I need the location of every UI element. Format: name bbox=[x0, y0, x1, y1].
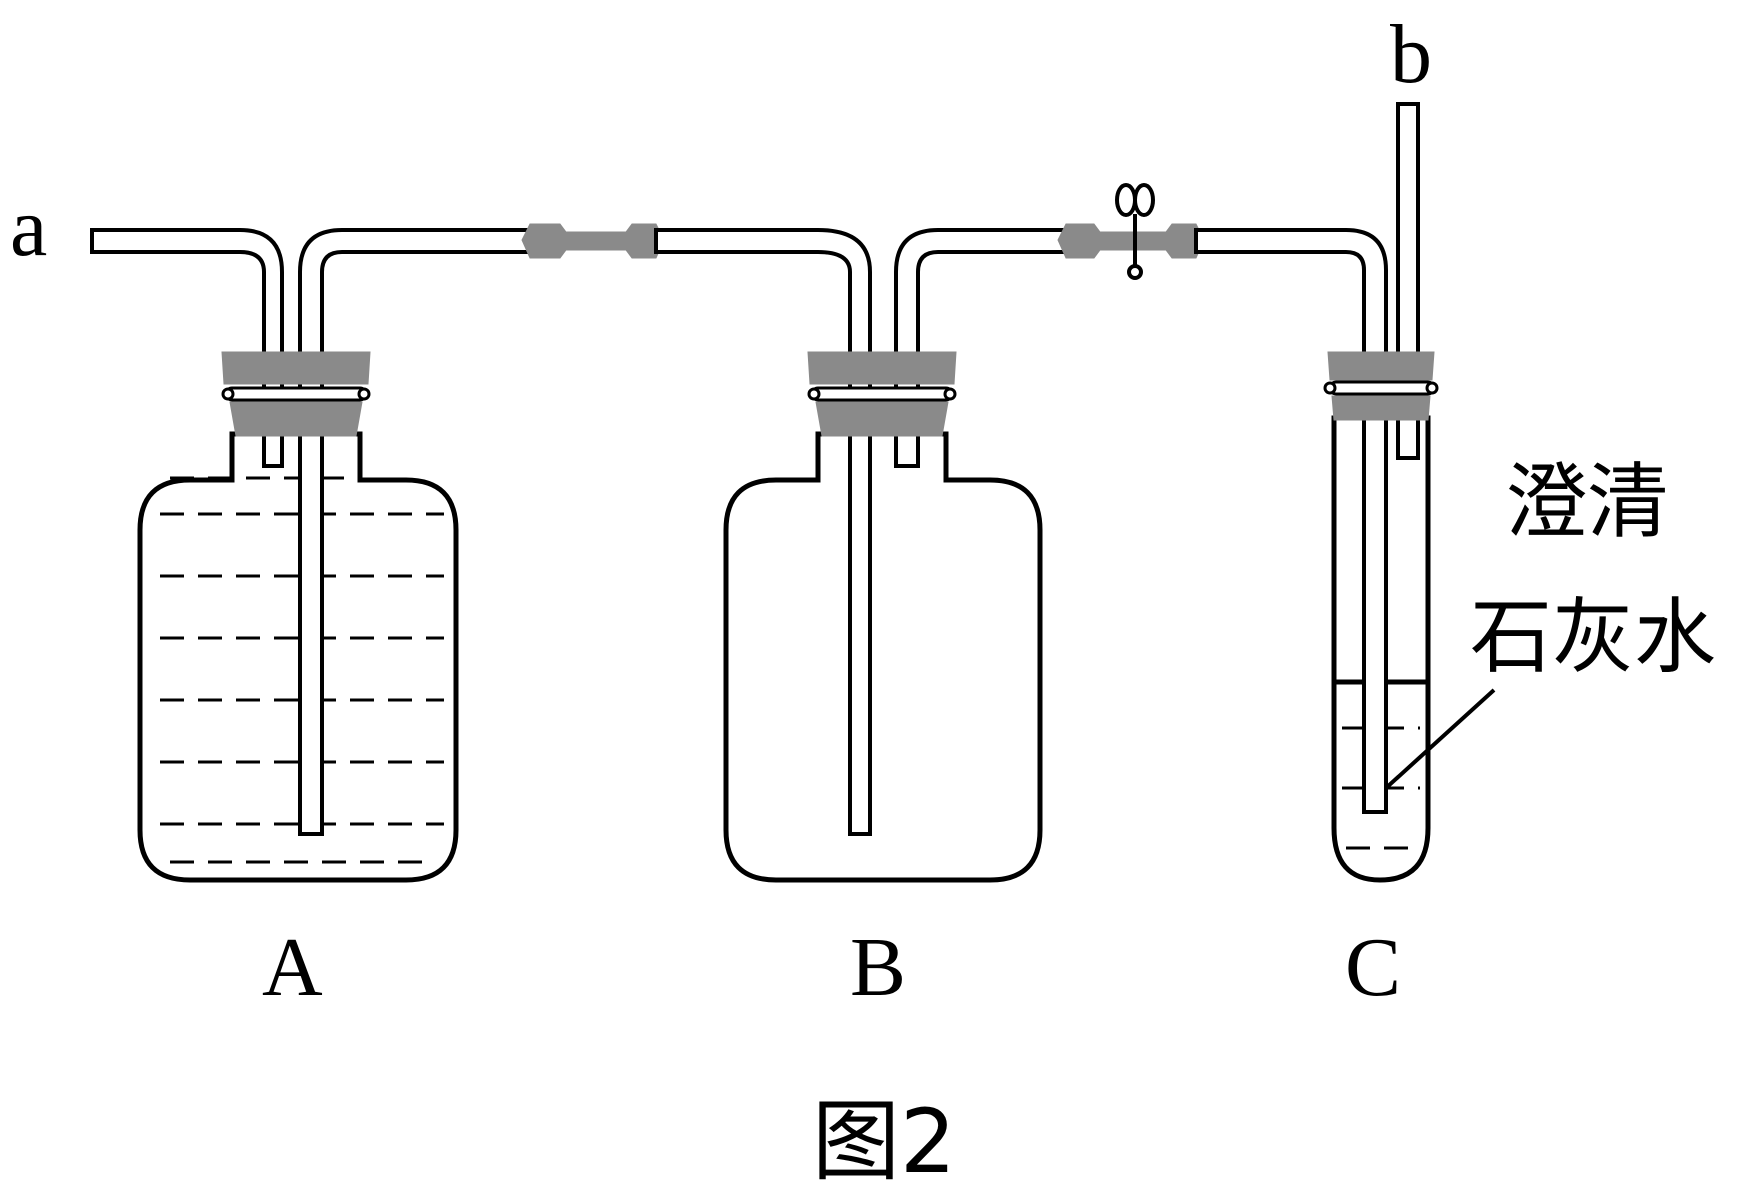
annotation-line-1: 澄清 bbox=[1505, 455, 1669, 550]
bottle-a-liquid bbox=[160, 476, 444, 864]
inlet-label: a bbox=[10, 181, 47, 274]
bottle-a-stopper bbox=[221, 351, 371, 437]
rubber-tube-joint-ab bbox=[521, 223, 665, 259]
outlet-label: b bbox=[1390, 8, 1432, 101]
test-tube-c-label: C bbox=[1345, 921, 1401, 1014]
bottle-b-long-tube bbox=[654, 228, 872, 836]
test-tube-c-stopper bbox=[1323, 351, 1439, 421]
rubber-tube-joint-bc bbox=[1057, 183, 1205, 280]
annotation-leader-line bbox=[1384, 688, 1496, 790]
bottle-b-label: B bbox=[850, 921, 906, 1014]
bottle-a-label: A bbox=[262, 921, 323, 1014]
bottle-b-body bbox=[723, 431, 1043, 883]
test-tube-c: C bbox=[1194, 102, 1496, 1014]
bottle-a: A bbox=[90, 228, 532, 1014]
spring-clip-icon bbox=[1115, 183, 1155, 280]
test-tube-c-inlet-tube bbox=[1194, 228, 1388, 814]
bottle-b-stopper bbox=[807, 351, 957, 437]
bottle-a-short-tube bbox=[90, 228, 284, 468]
annotation-line-2: 石灰水 bbox=[1470, 590, 1716, 685]
figure-caption: 图2 bbox=[812, 1090, 956, 1188]
bottle-b: B bbox=[654, 228, 1068, 1014]
